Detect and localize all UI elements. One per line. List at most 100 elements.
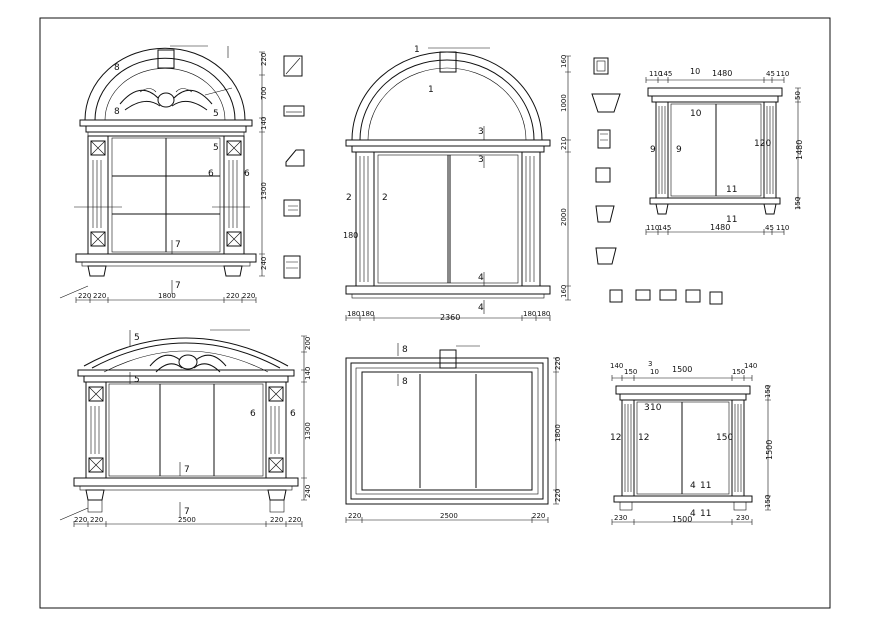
dim-d-b3: 220	[270, 516, 283, 524]
dim-e-b1: 2500	[440, 512, 458, 520]
dim-a-r1: 700	[260, 87, 268, 100]
label-d-1: 5	[134, 375, 140, 385]
label-f-4: 150	[716, 433, 733, 443]
label-b-0: 1	[414, 45, 420, 55]
label-c-1: 9	[676, 145, 682, 155]
keystone-b	[439, 51, 457, 73]
dim-f-t1: 150	[624, 368, 637, 376]
dim-b-b2: 2360	[440, 313, 460, 322]
dim-b-b4: 180	[537, 310, 550, 318]
label-c-3: 11	[726, 185, 737, 195]
dim-f-t0: 140	[610, 362, 623, 370]
dim-c-r0: 50	[794, 91, 802, 100]
label-b-4: 3	[478, 127, 484, 137]
label-a-6: 7	[175, 240, 181, 250]
label-b-3: 2	[382, 193, 388, 203]
dim-b-r2: 210	[560, 137, 568, 150]
dim-e-r1: 1800	[554, 424, 562, 442]
label-a-0: 8	[114, 63, 120, 73]
dim-d-b1: 220	[90, 516, 103, 524]
keystone-details	[591, 57, 723, 305]
sheet-border	[39, 17, 831, 609]
dim-f-r2: 150	[764, 495, 772, 508]
dim-b-r3: 2000	[560, 208, 568, 226]
ornament-d	[149, 354, 227, 373]
label-f-5: 4	[690, 481, 696, 491]
label-a-2: 5	[213, 109, 219, 119]
keystone-e	[439, 349, 457, 369]
dim-c-b1: 145	[658, 224, 671, 232]
dim-e-b0: 220	[348, 512, 361, 520]
dim-d-r2: 1300	[304, 422, 312, 440]
label-b-2: 2	[346, 193, 352, 203]
label-d-5: 7	[184, 507, 190, 517]
dim-b-b1: 180	[361, 310, 374, 318]
dim-f-t4: 1500	[672, 365, 692, 374]
dim-a-r0: 220	[260, 53, 268, 66]
dim-d-b2: 2500	[178, 516, 196, 524]
label-c-2: 10	[690, 109, 702, 119]
label-d-3: 6	[290, 409, 296, 419]
dim-e-r2: 220	[554, 489, 562, 502]
dim-b-b3: 180	[523, 310, 536, 318]
label-f-3: 12	[638, 433, 649, 443]
elevation-e: 8 8 220 1800 220 220 2500 220	[345, 343, 562, 523]
profile-details	[283, 55, 305, 279]
label-e-1: 8	[402, 377, 408, 387]
elevation-b: 1 1 2 2 3 3 4 4 180 160 1000 210 2000 16…	[343, 45, 571, 322]
label-f-0: 3	[644, 403, 650, 413]
dim-c-b2: 1480	[710, 223, 730, 232]
label-b-7: 4	[478, 303, 484, 313]
elevation-f: 140 150 10 3 1500 150 140 3 10 12 12 150…	[610, 360, 774, 525]
dim-c-t5: 110	[776, 70, 789, 78]
label-f-6: 11	[700, 481, 711, 491]
label-d-4: 7	[184, 465, 190, 475]
dim-d-r0: 200	[304, 337, 312, 350]
dim-d-b0: 220	[74, 516, 87, 524]
dim-e-r0: 220	[554, 357, 562, 370]
dim-d-b4: 220	[288, 516, 301, 524]
dim-f-t3: 3	[648, 360, 652, 368]
dim-e-b2: 220	[532, 512, 545, 520]
keystone-a	[157, 49, 175, 69]
dim-d-r3: 240	[304, 485, 312, 498]
dim-c-t0: 110	[649, 70, 662, 78]
dim-b-r1: 1000	[560, 94, 568, 112]
dim-a-r4: 240	[260, 257, 268, 270]
label-b-8: 180	[343, 231, 358, 240]
label-a-7: 7	[175, 281, 181, 291]
dim-a-b2: 1800	[158, 292, 176, 300]
label-f-2: 12	[610, 433, 621, 443]
dim-c-r2: 150	[794, 197, 802, 210]
label-f-8: 11	[700, 509, 711, 519]
dim-b-r0: 160	[560, 55, 568, 68]
label-c-5: 120	[754, 139, 771, 149]
dim-a-r3: 1300	[260, 182, 268, 200]
dim-f-t6: 140	[744, 362, 757, 370]
dim-c-t3: 1480	[712, 69, 732, 78]
dim-c-b3: 45	[765, 224, 774, 232]
dim-f-b0: 230	[614, 514, 627, 522]
label-e-0: 8	[402, 345, 408, 355]
dim-c-r1: 1480	[795, 140, 804, 160]
dim-c-t1: 145	[659, 70, 672, 78]
label-f-7: 4	[690, 509, 696, 519]
dim-b-r4: 160	[560, 285, 568, 298]
elevation-c: 110 145 10 1480 45 110 9 9 10 11 11 120 …	[645, 67, 804, 235]
dim-c-t2: 10	[690, 67, 700, 76]
dim-a-b3: 220	[226, 292, 239, 300]
label-a-5: 6	[244, 169, 250, 179]
dim-f-t2: 10	[650, 368, 659, 376]
dim-c-b0: 110	[646, 224, 659, 232]
dim-a-r2: 140	[260, 117, 268, 130]
label-b-5: 3	[478, 155, 484, 165]
elevation-a: 8 8 5 5 6 6 7 7 220 700 140 1300 240 220…	[59, 45, 268, 303]
dim-f-r1: 1500	[765, 440, 774, 460]
dim-b-b0: 180	[347, 310, 360, 318]
dim-a-b0: 220	[78, 292, 91, 300]
dim-c-t4: 45	[766, 70, 775, 78]
dim-d-r1: 140	[304, 367, 312, 380]
dim-f-b2: 230	[736, 514, 749, 522]
